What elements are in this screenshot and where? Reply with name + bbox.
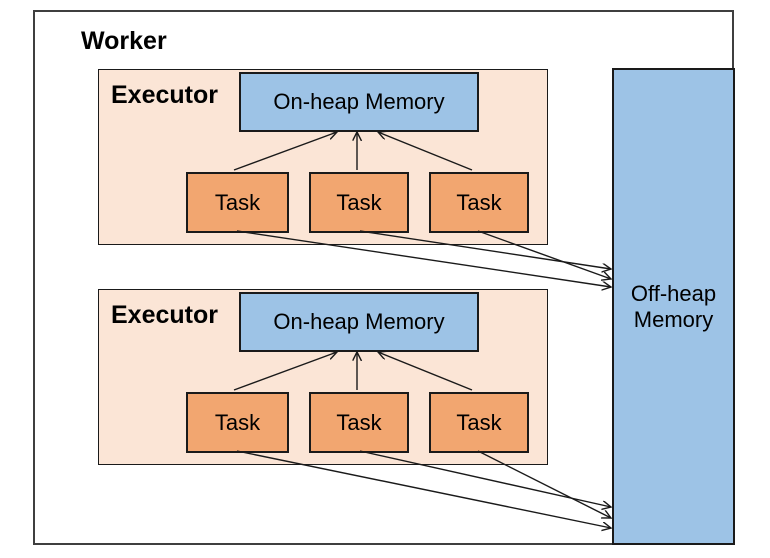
task-box-1b: Task [309, 172, 409, 233]
offheap-memory-box: Off-heap Memory [612, 68, 735, 545]
executor-label-2: Executor [111, 301, 218, 329]
task-box-2a: Task [186, 392, 289, 453]
task-label: Task [336, 409, 382, 435]
task-box-2b: Task [309, 392, 409, 453]
executor-label-1: Executor [111, 81, 218, 109]
worker-label: Worker [81, 27, 167, 55]
task-box-1c: Task [429, 172, 529, 233]
task-label: Task [456, 189, 502, 215]
offheap-memory-label-line2: Memory [633, 306, 714, 332]
onheap-memory-label-2: On-heap Memory [273, 309, 445, 334]
onheap-memory-box-1: On-heap Memory [239, 72, 479, 132]
task-label: Task [336, 189, 382, 215]
task-label: Task [214, 409, 261, 435]
task-box-1a: Task [186, 172, 289, 233]
task-box-2c: Task [429, 392, 529, 453]
offheap-memory-label-line1: Off-heap [630, 280, 717, 306]
task-label: Task [456, 409, 502, 435]
onheap-memory-box-2: On-heap Memory [239, 292, 479, 352]
task-label: Task [214, 189, 261, 215]
onheap-memory-label-1: On-heap Memory [273, 89, 445, 114]
